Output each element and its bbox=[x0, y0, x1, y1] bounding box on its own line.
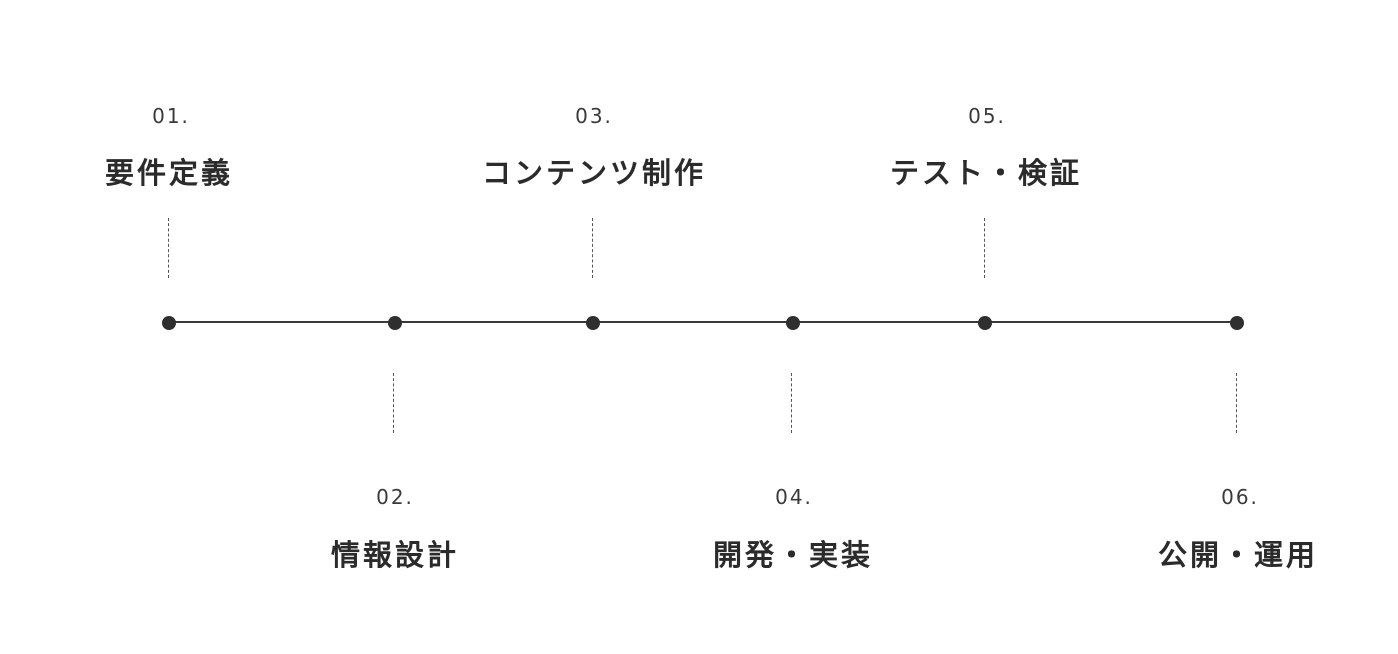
step-1-node bbox=[162, 316, 176, 330]
step-5-number: 05. bbox=[968, 104, 1006, 128]
step-2-title: 情報設計 bbox=[330, 538, 460, 572]
step-1-number: 01. bbox=[152, 104, 190, 128]
step-3-node bbox=[586, 316, 600, 330]
step-6-title: 公開・運用 bbox=[1157, 538, 1319, 572]
step-3-number: 03. bbox=[575, 104, 613, 128]
step-3-title: コンテンツ制作 bbox=[481, 156, 707, 190]
step-4-node bbox=[786, 316, 800, 330]
step-4-number: 04. bbox=[775, 485, 813, 509]
step-5-title: テスト・検証 bbox=[889, 156, 1083, 190]
step-6-node bbox=[1230, 316, 1244, 330]
step-1-title: 要件定義 bbox=[104, 156, 234, 190]
step-4-title: 開発・実装 bbox=[712, 538, 874, 572]
step-6-number: 06. bbox=[1221, 485, 1259, 509]
step-6-connector bbox=[1236, 373, 1237, 433]
step-3-connector bbox=[592, 218, 593, 278]
timeline-line bbox=[169, 321, 1237, 323]
step-2-node bbox=[388, 316, 402, 330]
step-4-connector bbox=[791, 373, 792, 433]
step-2-connector bbox=[393, 373, 394, 433]
step-1-connector bbox=[168, 218, 169, 278]
step-2-number: 02. bbox=[376, 485, 414, 509]
step-5-node bbox=[978, 316, 992, 330]
step-5-connector bbox=[984, 218, 985, 278]
